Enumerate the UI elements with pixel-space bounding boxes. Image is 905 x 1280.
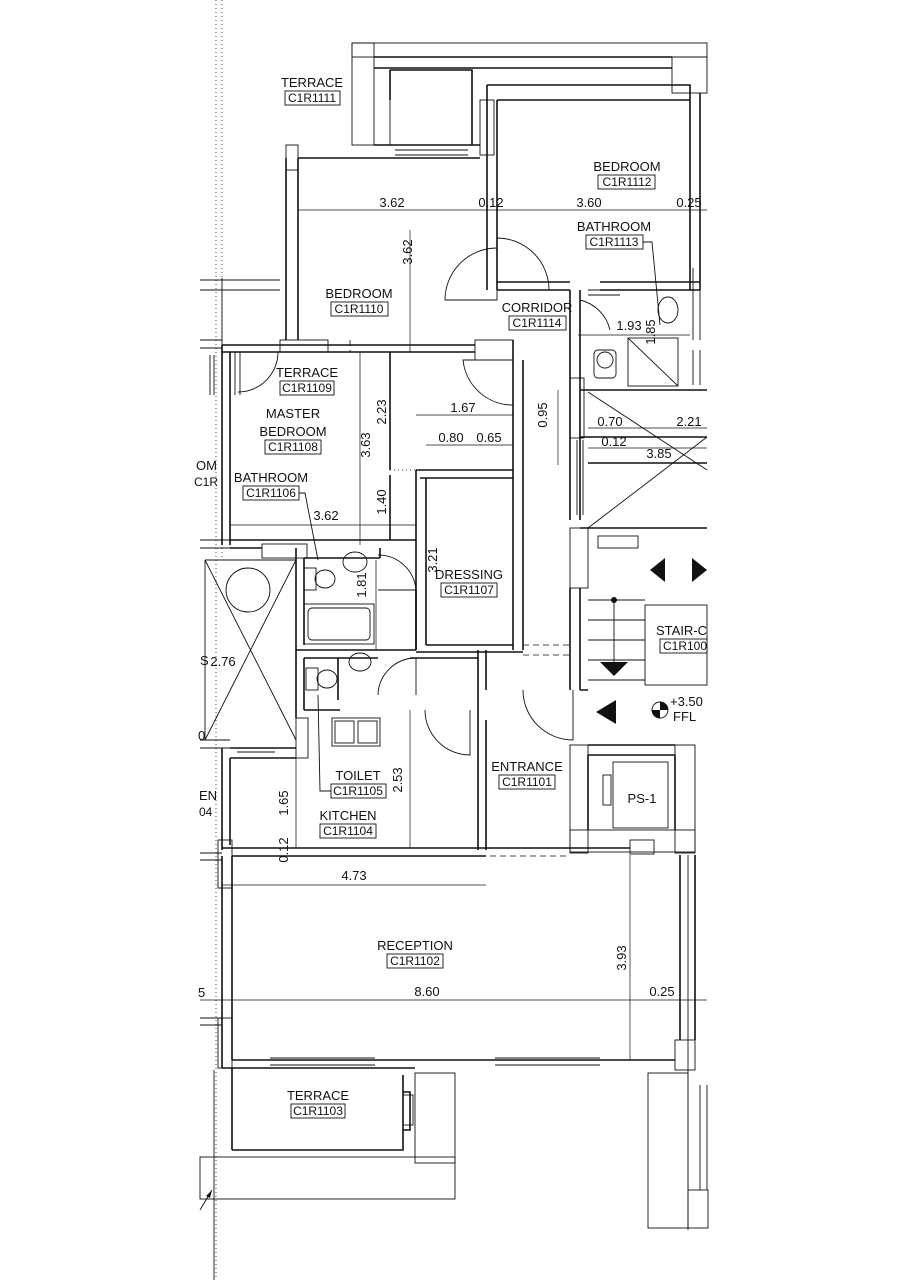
walls <box>200 56 708 1230</box>
ps1-label: PS-1 <box>628 791 657 806</box>
room-corridor-1114: CORRIDOR C1R1114 <box>502 300 573 331</box>
dimension-label: 1.67 <box>450 400 475 415</box>
dimension-label: 0.25 <box>649 984 674 999</box>
dimension-label: 3.62 <box>313 508 338 523</box>
doors <box>237 237 611 756</box>
edge-dimension: 0 <box>198 728 205 743</box>
room-dressing-1107: DRESSING C1R1107 <box>435 567 503 598</box>
dimension-label: 3.62 <box>379 195 404 210</box>
room-terrace-1111: TERRACE C1R1111 <box>281 75 343 106</box>
room-name: TERRACE <box>281 75 343 90</box>
dimension-label: 0.95 <box>535 402 550 427</box>
room-name: RECEPTION <box>377 938 453 953</box>
room-code: C1R1104 <box>323 824 373 838</box>
dashed-openings <box>349 340 570 857</box>
dimension-label: 0.12 <box>276 837 291 862</box>
room-name: STAIR-C <box>656 623 707 638</box>
dimension-label: 1.65 <box>276 790 291 815</box>
dimension-label: 2.53 <box>390 767 405 792</box>
section-arrow <box>199 1189 213 1211</box>
room-code: C1R1108 <box>268 440 318 454</box>
room-bathroom-1106: BATHROOM C1R1106 <box>234 470 319 561</box>
dimension-values: 3.62 0.12 3.60 0.25 3.62 1.93 1.85 2.23 … <box>210 195 701 999</box>
room-name-line2: BEDROOM <box>259 424 326 439</box>
dimension-label: 3.21 <box>425 547 440 572</box>
room-terrace-1109: TERRACE C1R1109 <box>276 365 338 396</box>
dimension-label: 2.76 <box>210 654 235 669</box>
edge-room-code: C1R <box>194 475 218 489</box>
room-kitchen-1104: KITCHEN C1R1104 <box>319 808 377 839</box>
dimension-label: 1.93 <box>616 318 641 333</box>
room-code: C1R1109 <box>282 381 332 395</box>
room-name: TOILET <box>335 768 380 783</box>
room-bedroom-1110: BEDROOM C1R1110 <box>325 286 393 317</box>
room-code: C1R1101 <box>502 775 552 789</box>
room-code: C1R1106 <box>246 486 296 500</box>
reference-lines <box>213 0 223 1280</box>
dimension-label: 3.63 <box>358 432 373 457</box>
edge-room-code: 04 <box>199 805 213 819</box>
room-code: C1R1112 <box>603 175 652 189</box>
room-name: BEDROOM <box>593 159 660 174</box>
room-name: KITCHEN <box>319 808 376 823</box>
dimension-label: 2.23 <box>374 399 389 424</box>
dimension-label: 0.12 <box>478 195 503 210</box>
dimension-label: 0.12 <box>601 434 626 449</box>
room-name: BATHROOM <box>234 470 308 485</box>
room-master-bedroom-1108: MASTER BEDROOM C1R1108 <box>259 406 327 455</box>
dimension-lines <box>200 209 707 1060</box>
room-terrace-1103: TERRACE C1R1103 <box>287 1088 349 1119</box>
edge-room-name: OM <box>196 458 217 473</box>
dimension-label: 0.65 <box>476 430 501 445</box>
room-name: ENTRANCE <box>491 759 563 774</box>
dimension-label: 3.85 <box>646 446 671 461</box>
room-code: C1R1103 <box>293 1104 343 1118</box>
windows <box>209 149 701 1066</box>
room-code: C1R1111 <box>288 91 336 105</box>
room-code: C1R1110 <box>335 302 384 316</box>
room-code: C1R1105 <box>333 784 383 798</box>
dimension-label: 0.25 <box>676 195 701 210</box>
room-code: C1R100 <box>663 639 707 653</box>
level-label: +3.50 <box>670 694 703 709</box>
edge-dimension: 5 <box>198 985 205 1000</box>
dimension-label: 2.21 <box>676 414 701 429</box>
dimension-label: 1.85 <box>643 319 658 344</box>
dimension-label: 1.81 <box>354 572 369 597</box>
dimension-label: 1.40 <box>374 489 389 514</box>
room-name: TERRACE <box>287 1088 349 1103</box>
edge-room-name: EN <box>199 788 217 803</box>
equipment-labels: PS-1 +3.50 FFL <box>628 694 703 806</box>
dimension-label: 4.73 <box>341 868 366 883</box>
dimension-label: 8.60 <box>414 984 439 999</box>
room-bathroom-1113: BATHROOM C1R1113 <box>577 219 661 326</box>
room-name-line1: MASTER <box>266 406 320 421</box>
room-code: C1R1107 <box>444 583 494 597</box>
ffl-label: FFL <box>673 709 696 724</box>
room-bedroom-1112: BEDROOM C1R1112 <box>593 159 661 190</box>
room-name: BEDROOM <box>325 286 392 301</box>
dimension-label: 3.62 <box>400 239 415 264</box>
room-stair-1100: STAIR-C C1R100 <box>656 623 708 654</box>
room-code: C1R1113 <box>590 235 639 249</box>
room-code: C1R1102 <box>390 954 440 968</box>
room-name: CORRIDOR <box>502 300 573 315</box>
edge-labels: OM C1R EN 04 5 0 S <box>194 458 218 1000</box>
room-reception-1102: RECEPTION C1R1102 <box>377 938 453 969</box>
room-code: C1R1114 <box>513 316 562 330</box>
room-name: TERRACE <box>276 365 338 380</box>
dimension-label: 0.80 <box>438 430 463 445</box>
sanitary-fixtures <box>204 69 708 1126</box>
room-name: BATHROOM <box>577 219 651 234</box>
dimension-label: 0.70 <box>597 414 622 429</box>
dimension-label: 3.93 <box>614 945 629 970</box>
dimension-label: 3.60 <box>576 195 601 210</box>
room-toilet-1105: TOILET C1R1105 <box>317 694 387 799</box>
edge-dimension: S <box>200 653 209 668</box>
room-entrance-1101: ENTRANCE C1R1101 <box>491 759 563 790</box>
room-name: DRESSING <box>435 567 503 582</box>
